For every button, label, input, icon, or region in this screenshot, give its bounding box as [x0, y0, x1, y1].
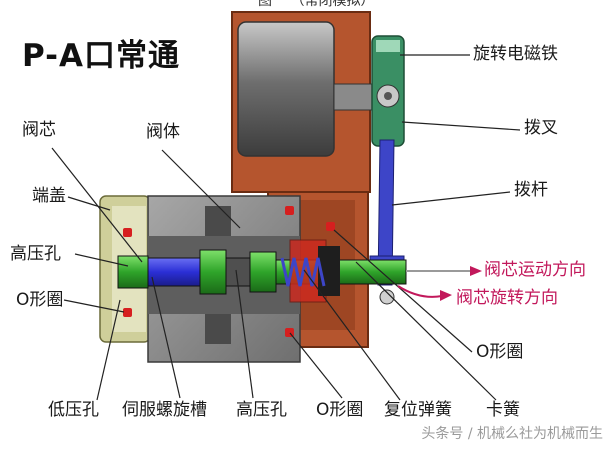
diagram-title: P-A口常通	[22, 38, 181, 74]
label-lever: 拨杆	[514, 180, 548, 200]
label-o-ring-left: O形圈	[16, 290, 64, 310]
label-rotary-solenoid: 旋转电磁铁	[473, 44, 558, 64]
label-low-pressure-port: 低压孔	[48, 400, 99, 420]
label-valve-body: 阀体	[146, 122, 180, 142]
label-spool-motion: 阀芯运动方向	[484, 260, 586, 280]
label-return-spring: 复位弹簧	[384, 400, 452, 420]
figure-caption: 图一 （常闭模拟）	[258, 0, 375, 9]
solenoid-drum	[237, 21, 379, 157]
label-high-pressure-port-left: 高压孔	[10, 244, 61, 264]
label-spool-rotation: 阀芯旋转方向	[456, 288, 558, 308]
label-spool: 阀芯	[22, 120, 56, 140]
label-high-pressure-port-bottom: 高压孔	[236, 400, 287, 420]
label-servo-helical-groove: 伺服螺旋槽	[122, 400, 207, 420]
leader-lines	[51, 54, 521, 401]
label-o-ring-bottom: O形圈	[316, 400, 364, 420]
label-clip-spring: 卡簧	[486, 400, 520, 420]
label-o-ring-right: O形圈	[476, 342, 524, 362]
fork	[371, 35, 405, 147]
spool-rotation-arrow	[397, 285, 452, 301]
return-spring	[280, 257, 326, 287]
watermark: 头条号 / 机械么社为机械而生	[421, 426, 603, 442]
o-rings	[123, 206, 335, 337]
spool-motion-arrow	[406, 266, 482, 276]
label-fork: 拨叉	[524, 118, 558, 138]
label-end-cap: 端盖	[32, 186, 66, 206]
spool-blue-section	[147, 257, 201, 287]
